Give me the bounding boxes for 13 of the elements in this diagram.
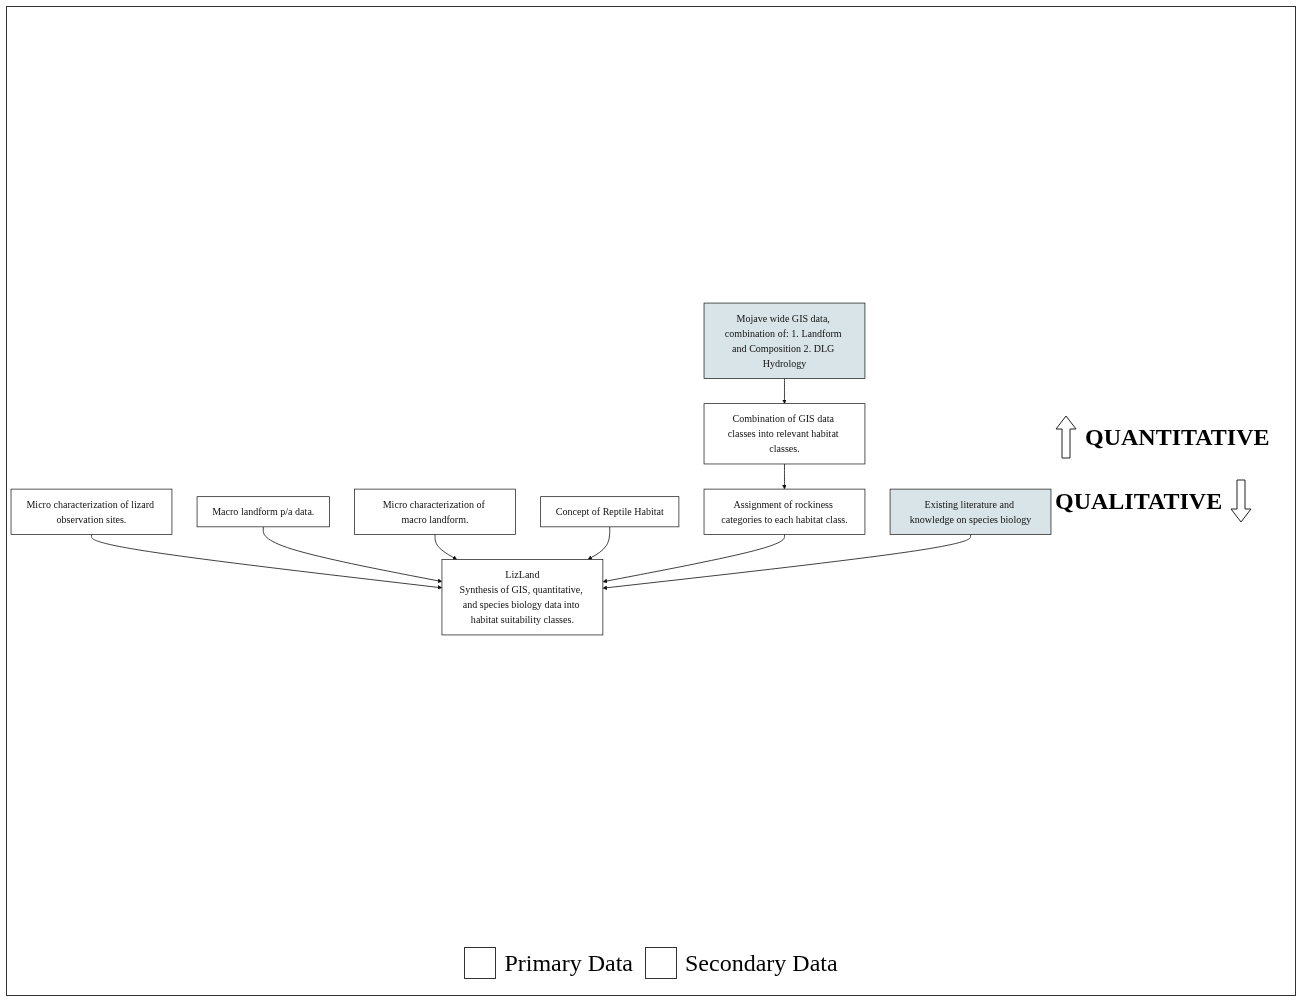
node-box: Assignment of rockiness categories to each habitat class. — [703, 488, 866, 535]
legend-text: Primary Data — [504, 949, 633, 977]
scale-label: QUANTITATIVE — [1085, 423, 1270, 451]
node-box: Combination of GIS data classes into relevant habitat classes. — [703, 403, 866, 465]
node-box: Micro characterization of macro landform. — [354, 488, 516, 535]
scale-label: QUALITATIVE — [1055, 487, 1223, 515]
node-box: LizLand Synthesis of GIS, quantitative, and species biology data into habitat suitability classes. — [441, 559, 604, 636]
node-box: Macro landform p/a data. — [196, 496, 330, 528]
legend-text: Secondary Data — [685, 949, 838, 977]
node-box: Micro characterization of lizard observation sites. — [10, 488, 173, 535]
node-box: Mojave wide GIS data, combination of: 1. Landform and Composition 2. DLG Hydrology — [703, 302, 866, 379]
node-box: Concept of Reptile Habitat — [540, 496, 680, 528]
node-box: Existing literature and knowledge on species biology — [889, 488, 1052, 535]
